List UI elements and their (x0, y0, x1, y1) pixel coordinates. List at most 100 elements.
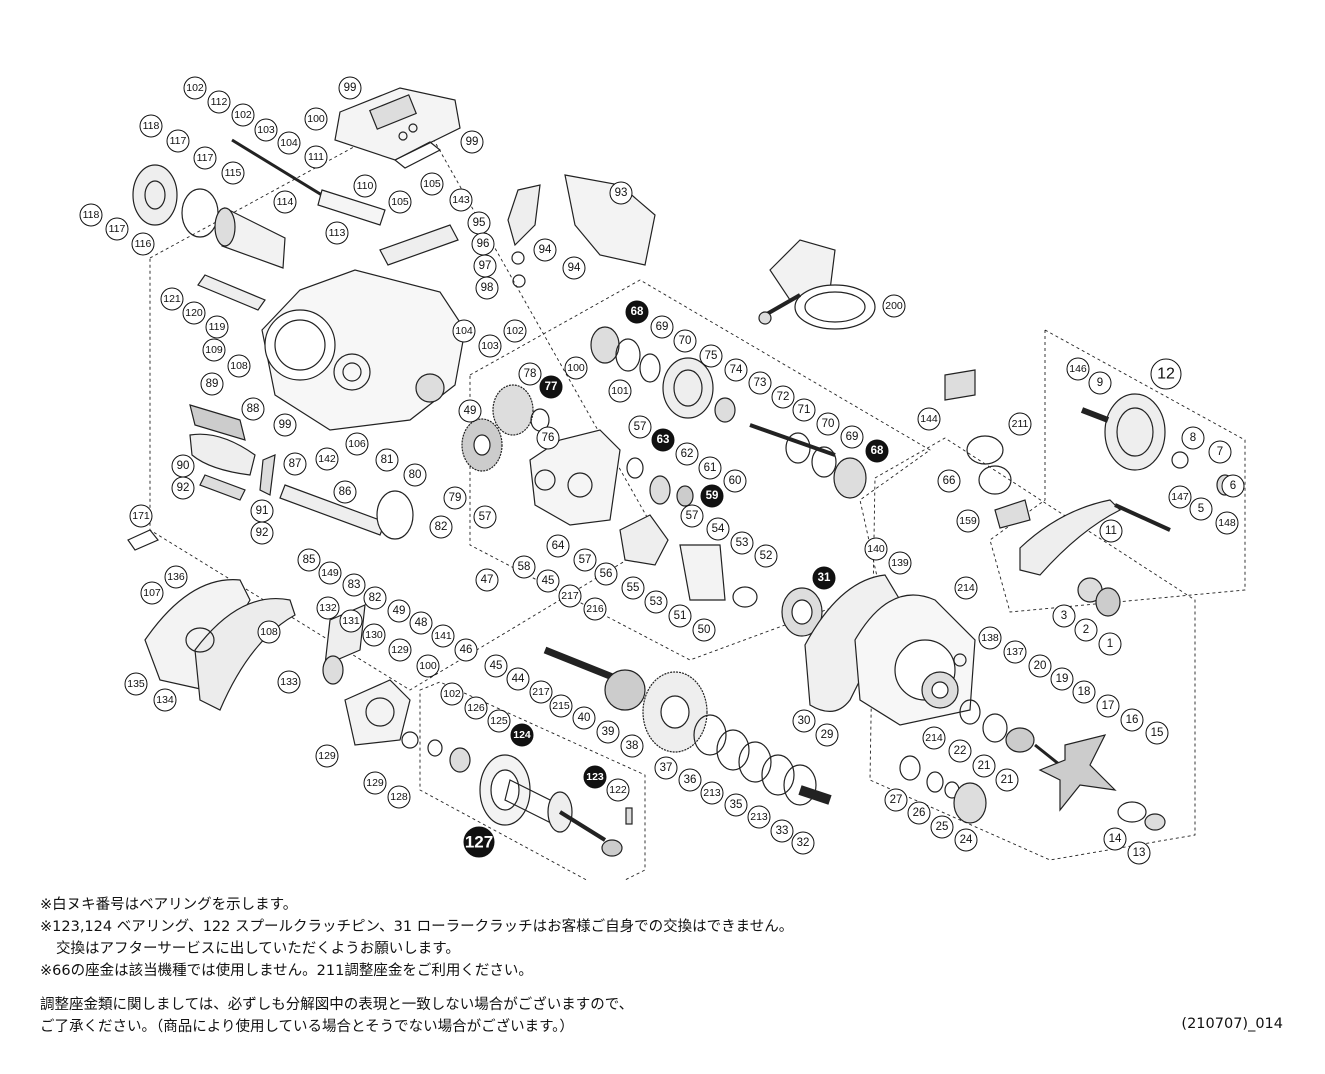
part-callout-100: 100 (564, 356, 588, 380)
part-callout-89: 89 (200, 372, 224, 396)
part-callout-134: 134 (153, 688, 177, 712)
callout-circle (812, 566, 836, 590)
callout-number: 98 (481, 282, 494, 294)
callout-number: 69 (846, 431, 859, 443)
callout-number: 105 (391, 196, 409, 208)
callout-number: 129 (391, 644, 409, 656)
callout-number: 86 (339, 486, 352, 498)
callout-circle (105, 217, 129, 241)
exploded-parts-diagram: 1021121021031049910099118117117115111110… (79, 76, 1246, 880)
callout-number: 45 (542, 575, 555, 587)
callout-number: 66 (943, 475, 956, 487)
callout-circle (954, 828, 978, 852)
callout-circle (315, 447, 339, 471)
part-callout-105: 105 (388, 190, 412, 214)
callout-circle (956, 509, 980, 533)
callout-circle (388, 638, 412, 662)
callout-number: 138 (981, 632, 999, 644)
callout-number: 57 (686, 510, 699, 522)
callout-number: 89 (206, 378, 219, 390)
part-callout-127: 127 (463, 826, 495, 858)
callout-number: 3 (1061, 610, 1067, 622)
callout-number: 107 (143, 587, 161, 599)
part-callout-82: 82 (429, 515, 453, 539)
part-callout-56: 56 (594, 562, 618, 586)
part-callout-68: 68 (625, 300, 649, 324)
callout-number: 35 (730, 799, 743, 811)
part-callout-213: 213 (747, 805, 771, 829)
callout-number: 52 (760, 550, 773, 562)
callout-circle (628, 415, 652, 439)
callout-number: 16 (1126, 714, 1139, 726)
callout-number: 95 (473, 217, 486, 229)
part-callout-215: 215 (549, 694, 573, 718)
callout-circle (193, 146, 217, 170)
callout-number: 200 (885, 300, 903, 312)
part-callout-102: 102 (440, 682, 464, 706)
part-callout-102: 102 (231, 103, 255, 127)
part-callout-18: 18 (1072, 680, 1096, 704)
callout-circle (583, 597, 607, 621)
part-callout-159: 159 (956, 509, 980, 533)
part-callout-132: 132 (316, 596, 340, 620)
part-callout-115: 115 (221, 161, 245, 185)
part-callout-57: 57 (628, 415, 652, 439)
part-callout-81: 81 (375, 448, 399, 472)
callout-circle (573, 548, 597, 572)
part-callout-136: 136 (164, 565, 188, 589)
callout-number: 113 (329, 227, 346, 239)
part-callout-122: 122 (606, 778, 630, 802)
callout-circle (449, 188, 473, 212)
part-callout-117: 117 (193, 146, 217, 170)
callout-number: 149 (321, 567, 339, 579)
callout-circle (510, 723, 534, 747)
callout-number: 217 (561, 590, 579, 602)
part-callout-38: 38 (620, 734, 644, 758)
part-callout-119: 119 (205, 315, 229, 339)
callout-number: 99 (466, 136, 479, 148)
callout-number: 57 (579, 554, 592, 566)
part-callout-19: 19 (1050, 667, 1074, 691)
callout-number: 62 (681, 448, 694, 460)
part-callout-12: 12 (1150, 358, 1182, 390)
part-callout-53: 53 (644, 590, 668, 614)
part-callout-118: 118 (79, 203, 103, 227)
cable-part (758, 239, 876, 330)
callout-circle (948, 739, 972, 763)
callout-number: 117 (109, 223, 126, 235)
right-side-group-outline (869, 437, 1196, 861)
callout-circle (1120, 708, 1144, 732)
part-callout-78: 78 (518, 362, 542, 386)
callout-number: 144 (920, 413, 938, 425)
part-callout-98: 98 (475, 276, 499, 300)
part-callout-33: 33 (770, 819, 794, 843)
callout-number: 100 (419, 660, 437, 672)
callout-number: 124 (513, 729, 531, 741)
part-callout-142: 142 (315, 447, 339, 471)
part-callout-8: 8 (1181, 426, 1205, 450)
part-callout-102: 102 (503, 319, 527, 343)
callout-circle (403, 463, 427, 487)
part-callout-120: 120 (182, 301, 206, 325)
part-callout-11: 11 (1099, 519, 1123, 543)
callout-circle (387, 599, 411, 623)
callout-number: 72 (777, 391, 790, 403)
part-callout-108: 108 (227, 354, 251, 378)
callout-number: 31 (818, 572, 831, 584)
part-callout-141: 141 (431, 624, 455, 648)
callout-circle (431, 624, 455, 648)
callout-circle (621, 576, 645, 600)
callout-number: 58 (518, 561, 531, 573)
callout-circle (608, 379, 632, 403)
part-callout-217: 217 (558, 584, 582, 608)
callout-circle (1099, 519, 1123, 543)
part-callout-90: 90 (171, 454, 195, 478)
drive-gear-group-outline (469, 279, 931, 661)
callout-number: 117 (197, 152, 214, 164)
callout-number: 137 (1006, 646, 1024, 658)
part-callout-99: 99 (273, 413, 297, 437)
part-callout-64: 64 (546, 534, 570, 558)
part-callout-82: 82 (363, 586, 387, 610)
callout-circle (1052, 604, 1076, 628)
callout-number: 18 (1078, 686, 1091, 698)
